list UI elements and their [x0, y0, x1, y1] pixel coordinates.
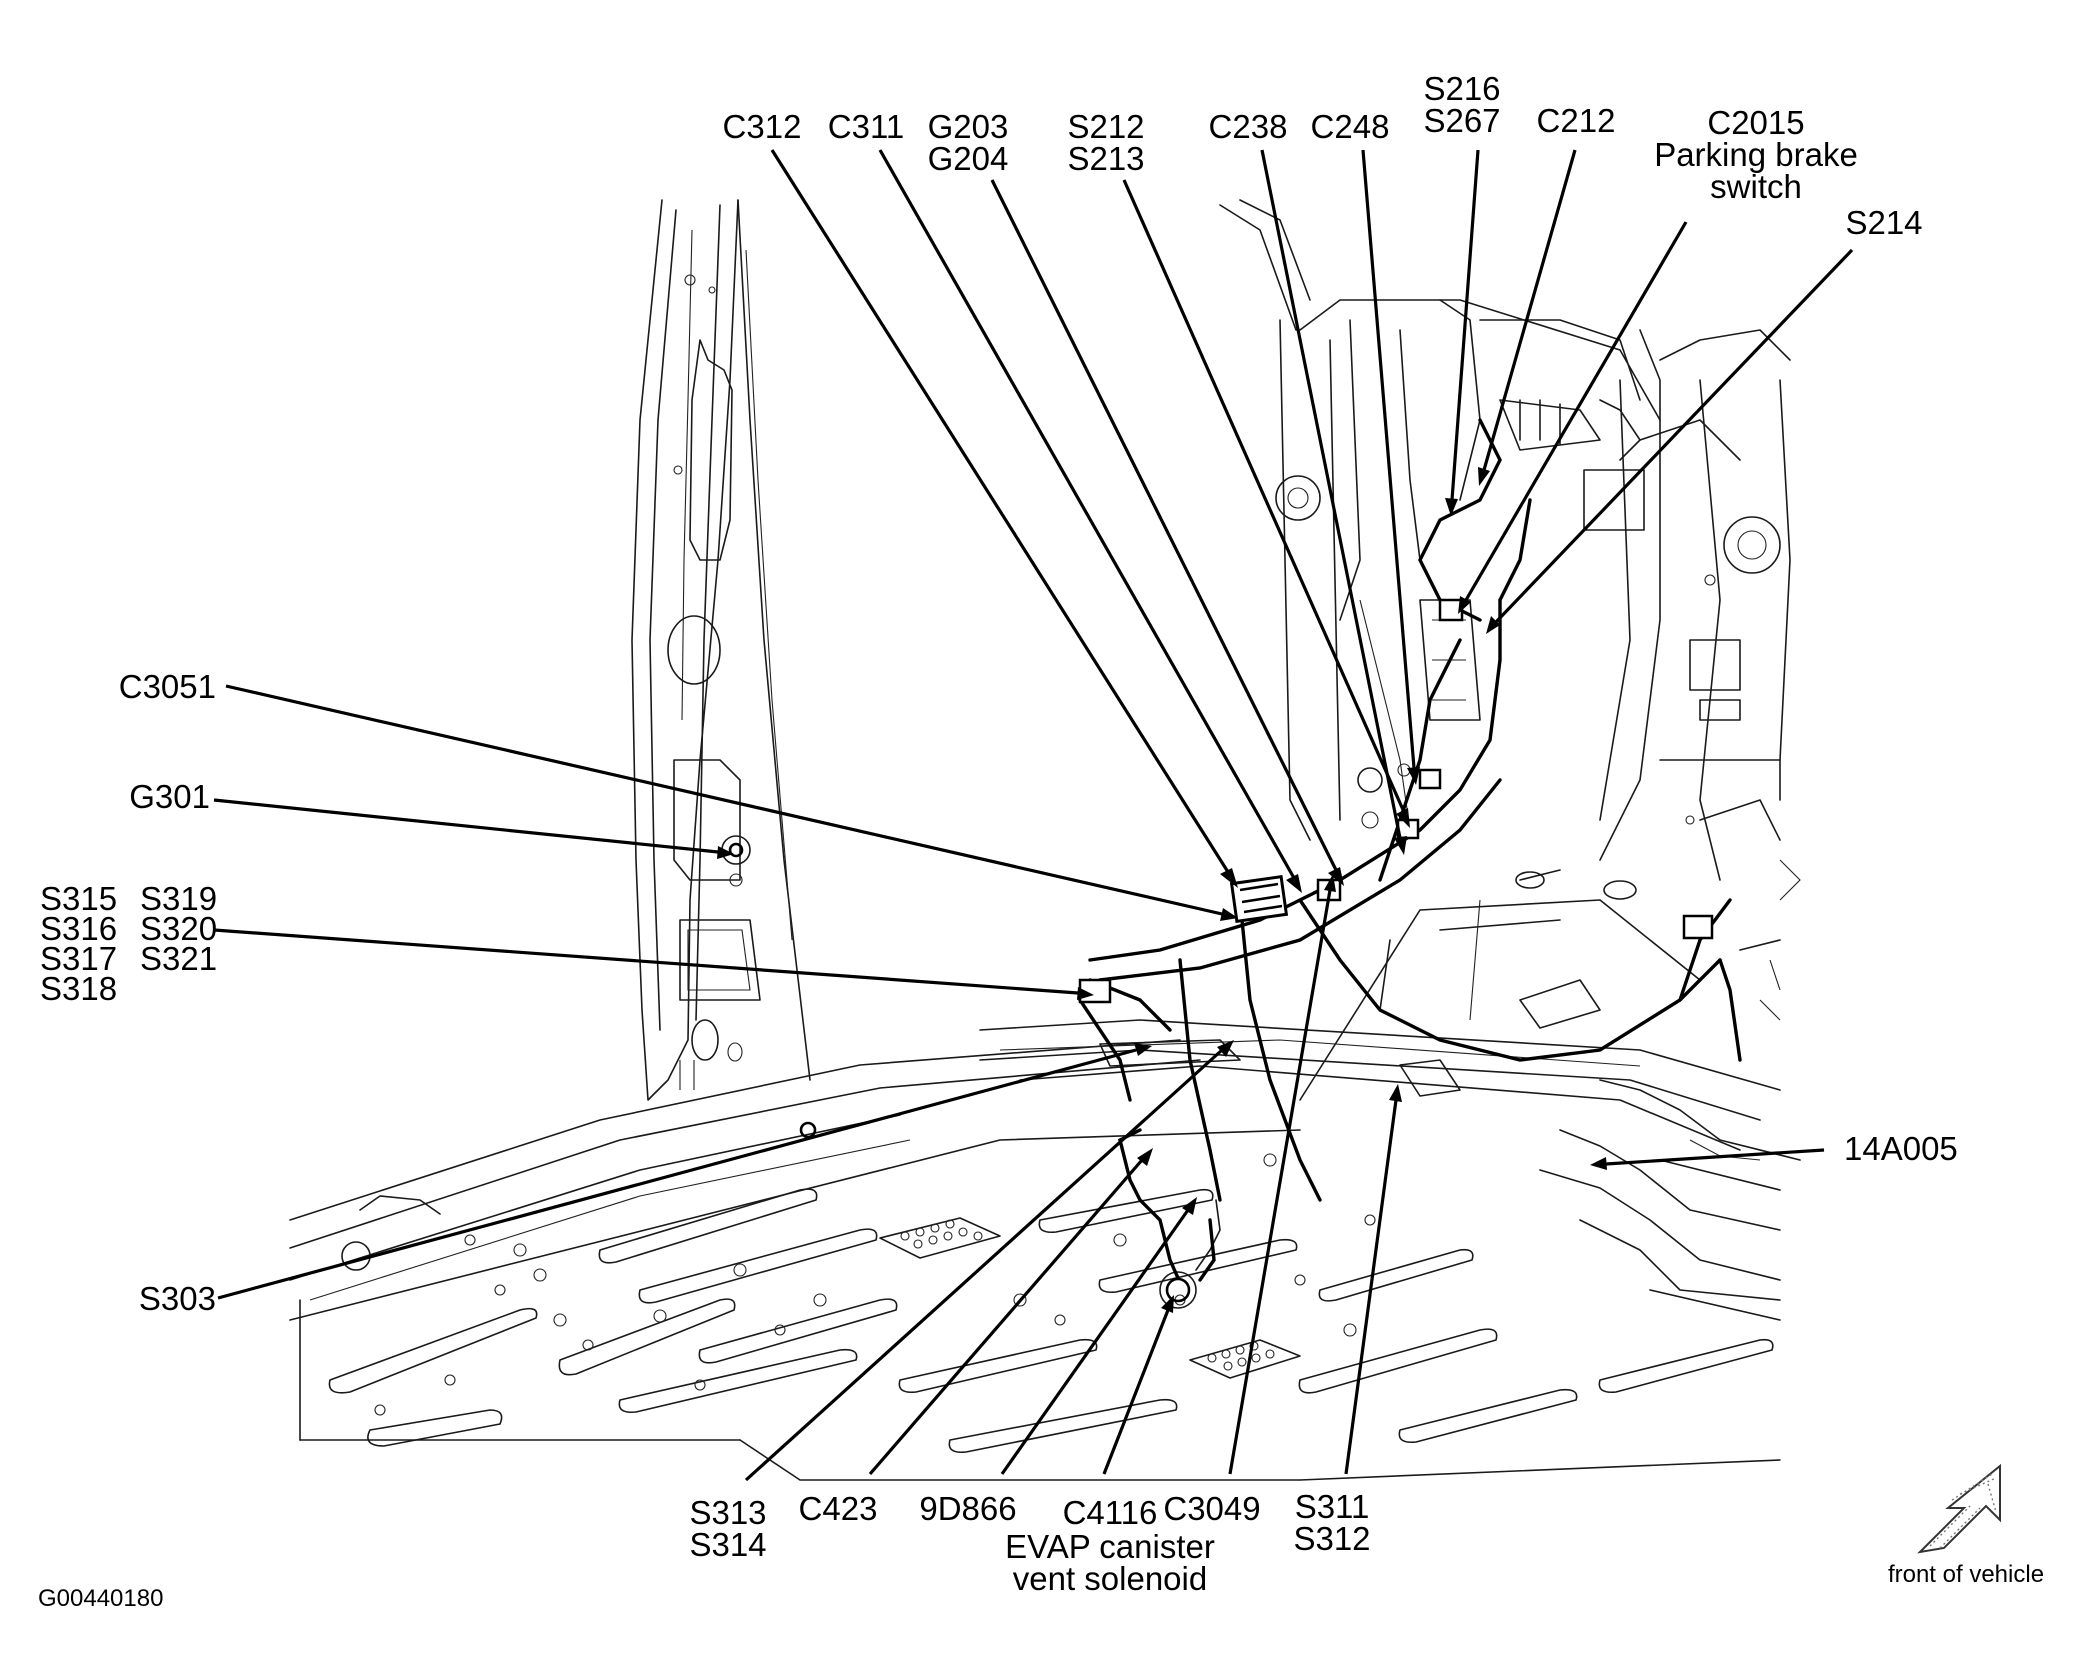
label-g204: G204: [928, 140, 1009, 177]
label-s319: S319: [140, 880, 217, 917]
front-of-vehicle-label: front of vehicle: [1888, 1561, 2044, 1588]
label-c238: C238: [1209, 108, 1288, 145]
label-s321: S321: [140, 940, 217, 977]
label-s315: S315: [40, 880, 117, 917]
label-c2015-desc-2: switch: [1710, 168, 1802, 205]
label-c4116: C4116: [1063, 1494, 1158, 1531]
vehicle-line-art: [289, 199, 1801, 1481]
label-s213: S213: [1067, 140, 1144, 177]
label-c4116-desc-2: vent solenoid: [1013, 1560, 1207, 1597]
label-s303: S303: [139, 1280, 216, 1317]
label-g203: G203: [928, 108, 1009, 145]
label-c312: C312: [723, 108, 802, 145]
label-s216: S216: [1423, 70, 1500, 107]
label-c2015-desc-1: Parking brake: [1654, 136, 1858, 173]
label-c248: C248: [1311, 108, 1390, 145]
label-s317: S317: [40, 940, 117, 977]
label-s267: S267: [1423, 102, 1500, 139]
callout-labels: C312 C311 G203 G204 S212 S213 C238 C248 …: [38, 70, 1958, 1612]
wiring-harness: [1078, 418, 1742, 1282]
direction-arrow-icon: [1917, 1463, 2001, 1554]
label-c3051: C3051: [119, 668, 216, 705]
label-c2015: C2015: [1707, 104, 1804, 141]
label-c3049: C3049: [1163, 1490, 1260, 1527]
label-s316: S316: [40, 910, 117, 947]
figure-id: G00440180: [38, 1585, 163, 1612]
label-s320: S320: [140, 910, 217, 947]
front-of-vehicle-indicator: front of vehicle: [1888, 1463, 2044, 1588]
label-s311: S311: [1295, 1488, 1370, 1525]
label-s313: S313: [689, 1494, 766, 1531]
label-c311: C311: [828, 108, 904, 145]
label-s318: S318: [40, 970, 117, 1007]
label-s214: S214: [1845, 204, 1922, 241]
label-9d866: 9D866: [919, 1490, 1016, 1527]
leader-lines: [213, 149, 1854, 1482]
label-c4116-desc-1: EVAP canister: [1005, 1528, 1215, 1565]
label-c212: C212: [1537, 102, 1616, 139]
label-14a005: 14A005: [1844, 1130, 1958, 1167]
label-s312: S312: [1293, 1520, 1370, 1557]
label-g301: G301: [129, 778, 210, 815]
label-c423: C423: [799, 1490, 878, 1527]
label-s212: S212: [1067, 108, 1144, 145]
label-s314: S314: [689, 1526, 766, 1563]
